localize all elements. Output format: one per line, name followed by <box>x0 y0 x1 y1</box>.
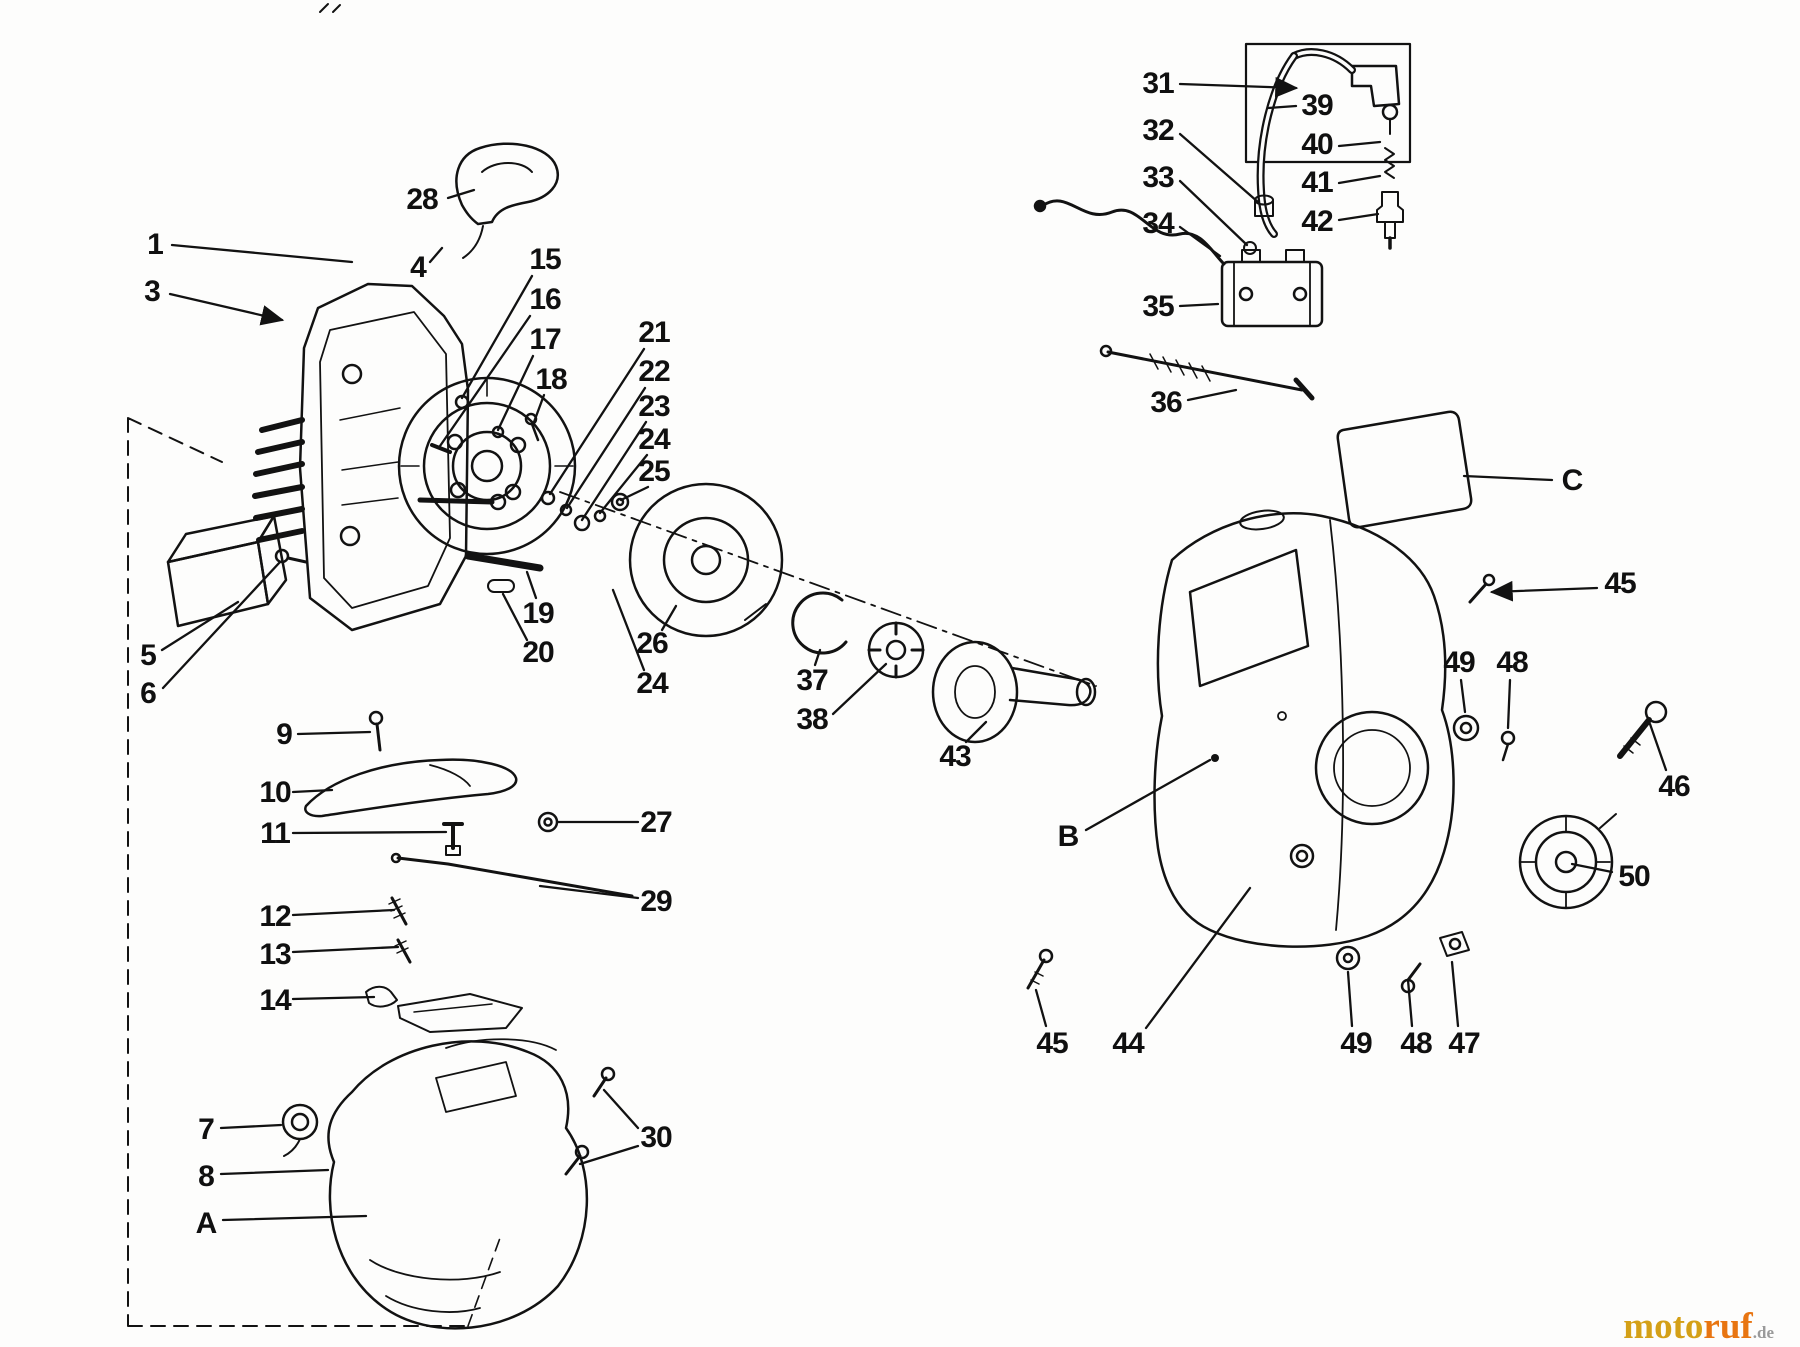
leader-lines <box>160 76 1668 1222</box>
leader-line-21 <box>548 347 646 496</box>
leader-line-25 <box>619 485 650 502</box>
clutch-parts-drawing <box>791 591 925 679</box>
leader-line-20 <box>501 592 529 642</box>
muffler-drawing <box>166 514 308 628</box>
leader-line-46 <box>1648 722 1668 772</box>
leader-line-19 <box>525 570 538 600</box>
leader-line-6 <box>161 560 282 690</box>
leader-line-45a <box>1489 580 1599 602</box>
leader-line-47 <box>1450 960 1460 1028</box>
leader-line-29 <box>538 884 640 900</box>
leader-line-44 <box>1144 886 1252 1030</box>
watermark-ruf: ruf <box>1703 1306 1753 1347</box>
starter-rotor-drawing <box>397 376 577 556</box>
leader-line-3 <box>168 292 285 326</box>
leader-line-C <box>1462 474 1554 482</box>
leader-line-23 <box>580 420 648 522</box>
watermark-logo: motoruf.de <box>1623 1308 1774 1345</box>
leader-line-30 <box>602 1088 640 1130</box>
leader-line-33 <box>1178 179 1249 247</box>
watermark-de: .de <box>1752 1323 1774 1342</box>
leader-line-34 <box>1178 225 1222 258</box>
leader-line-17 <box>496 354 535 432</box>
leader-line-A <box>221 1214 368 1222</box>
leader-line-36 <box>1186 388 1238 402</box>
leader-line-48a <box>1506 678 1512 730</box>
fastener-parts-drawing <box>1026 573 1668 994</box>
leader-line-8 <box>219 1168 330 1176</box>
leader-line-B <box>1084 758 1212 832</box>
leader-line-18 <box>532 393 546 424</box>
leader-line-4 <box>428 246 444 264</box>
leader-line-43 <box>964 720 988 744</box>
leader-line-10 <box>291 788 334 794</box>
scan-artifacts <box>319 3 341 13</box>
leader-line-42 <box>1337 212 1380 222</box>
leader-line-28 <box>446 188 476 200</box>
leader-line-16 <box>438 314 532 448</box>
leader-line-45b <box>1034 988 1048 1028</box>
leader-line-48b <box>1406 978 1414 1028</box>
throttle-lever-drawing <box>304 710 634 898</box>
leader-line-39 <box>1266 104 1298 110</box>
rotor-hardware-drawing <box>417 394 630 593</box>
leader-line-24a <box>598 453 649 515</box>
leader-line-14 <box>291 995 376 1001</box>
leader-line-11 <box>291 830 448 835</box>
leader-line-1 <box>170 243 354 264</box>
leader-line-12 <box>291 908 396 917</box>
shroud-cover-drawing <box>1153 509 1455 948</box>
leader-line-15 <box>460 274 534 400</box>
leader-line-22 <box>565 386 647 510</box>
leader-line-7 <box>219 1123 283 1130</box>
leader-line-9 <box>296 730 372 736</box>
leader-line-50 <box>1570 862 1614 874</box>
leader-line-41 <box>1337 174 1382 185</box>
leader-line-26 <box>660 604 678 632</box>
watermark-moto: moto <box>1623 1306 1704 1347</box>
leader-line-5 <box>160 600 240 652</box>
engine-cover-drawing <box>281 1038 616 1330</box>
leader-line-13 <box>291 945 400 954</box>
leader-line-49b <box>1346 970 1354 1028</box>
leader-line-32 <box>1178 132 1260 204</box>
construction-lines <box>127 417 1097 1327</box>
leader-line-40 <box>1337 140 1382 148</box>
leader-line-30 <box>578 1144 640 1166</box>
leader-line-37 <box>813 648 822 667</box>
leader-line-35 <box>1178 302 1220 308</box>
crankcase-drawing <box>252 282 470 632</box>
clutch-drum-drawing <box>931 640 1097 744</box>
leader-line-31 <box>1178 76 1299 98</box>
flywheel-drawing <box>628 482 784 638</box>
linkage-parts-drawing <box>365 896 523 1033</box>
starter-handle-drawing <box>455 142 559 259</box>
leader-line-24b <box>611 588 646 672</box>
leader-line-38 <box>831 662 888 716</box>
leader-line-49a <box>1459 678 1467 714</box>
plate-c-drawing <box>1336 410 1473 529</box>
